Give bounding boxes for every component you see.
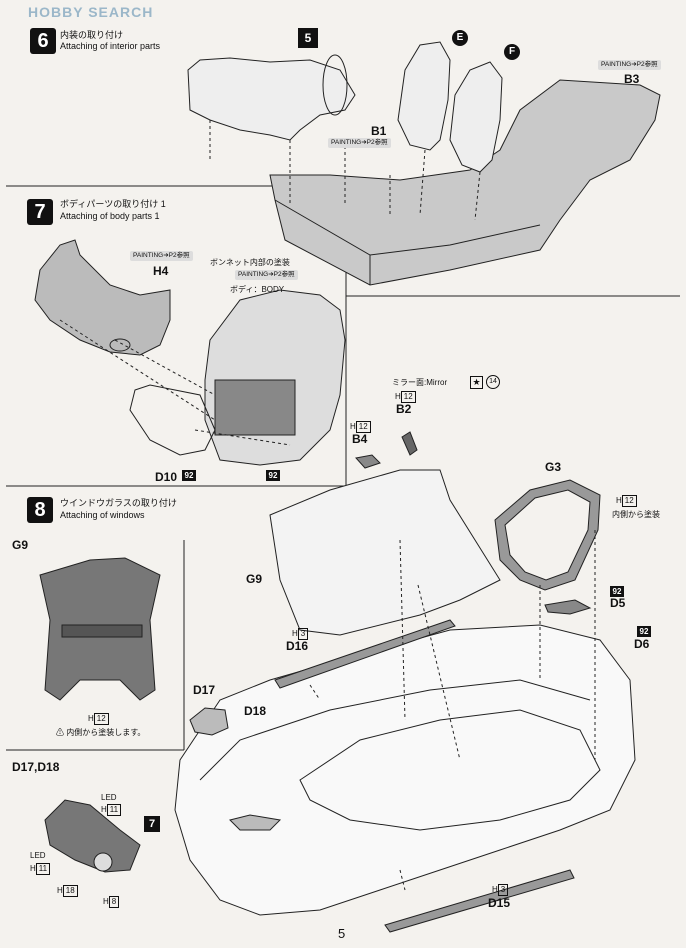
step-7-number: 7 xyxy=(27,199,53,225)
d16-label: D16 xyxy=(286,639,309,653)
step-8-title-en: Attaching of windows xyxy=(60,510,145,520)
b1-label: B1 xyxy=(371,124,387,138)
g9-panel-label: G9 xyxy=(12,538,29,552)
code-92: 92 xyxy=(266,470,280,481)
d6-code: 92 xyxy=(637,626,651,637)
b3-label: B3 xyxy=(624,72,640,86)
d17-d18-title: D17,D18 xyxy=(12,760,60,774)
d6-label: D6 xyxy=(634,637,650,651)
page-number: 5 xyxy=(338,926,346,941)
marker-f: F xyxy=(504,44,520,60)
b3-paint: PAINTING➔P2参照 xyxy=(598,60,661,70)
g9-note: ⚠ 内側から塗装します。 xyxy=(56,728,146,737)
d15-label: D15 xyxy=(488,896,511,910)
step-7-title-en: Attaching of body parts 1 xyxy=(60,211,160,221)
bonnet-paint: PAINTING➔P2参照 xyxy=(235,270,298,280)
mirror-num: 14 xyxy=(486,375,500,389)
mirror-label: ミラー面:Mirror xyxy=(392,378,448,387)
step-6-flag-5: 5 xyxy=(298,28,318,48)
mirror-star-icon: ★ xyxy=(470,376,483,389)
g9-label: G9 xyxy=(246,572,263,586)
g3-label: G3 xyxy=(545,460,562,474)
watermark: HOBBY SEARCH xyxy=(28,4,154,20)
step-6-number: 6 xyxy=(30,28,56,54)
step-6-title-en: Attaching of interior parts xyxy=(60,41,161,51)
body-label: ボディ：BODY xyxy=(230,285,285,294)
step-7-title-jp: ボディパーツの取り付け 1 xyxy=(60,199,166,209)
g3-note: 内側から塗装 xyxy=(612,510,660,519)
d5-label: D5 xyxy=(610,596,626,610)
d10-code: 92 xyxy=(182,470,196,481)
marker-e: E xyxy=(452,30,468,46)
h4-paint: PAINTING➔P2参照 xyxy=(130,251,193,261)
d17-label: D17 xyxy=(193,683,216,697)
step-8-title-jp: ウインドウガラスの取り付け xyxy=(60,498,177,508)
step-6-title-jp: 内装の取り付け xyxy=(60,30,124,40)
step-8-number: 8 xyxy=(27,497,53,523)
step-7-ref-flag: 7 xyxy=(144,816,160,832)
d5-code: 92 xyxy=(610,586,624,597)
h4-label: H4 xyxy=(153,264,169,278)
led2-label: LED xyxy=(30,851,46,860)
b1-paint: PAINTING➔P2参照 xyxy=(328,138,391,148)
d18-label: D18 xyxy=(244,704,267,718)
b2-label: B2 xyxy=(396,402,412,416)
d10-label: D10 xyxy=(155,470,178,484)
bonnet-note: ボンネット内部の塗装 xyxy=(210,258,290,267)
b4-label: B4 xyxy=(352,432,368,446)
led1-label: LED xyxy=(101,793,117,802)
warning-icon: ⚠ xyxy=(56,728,64,737)
